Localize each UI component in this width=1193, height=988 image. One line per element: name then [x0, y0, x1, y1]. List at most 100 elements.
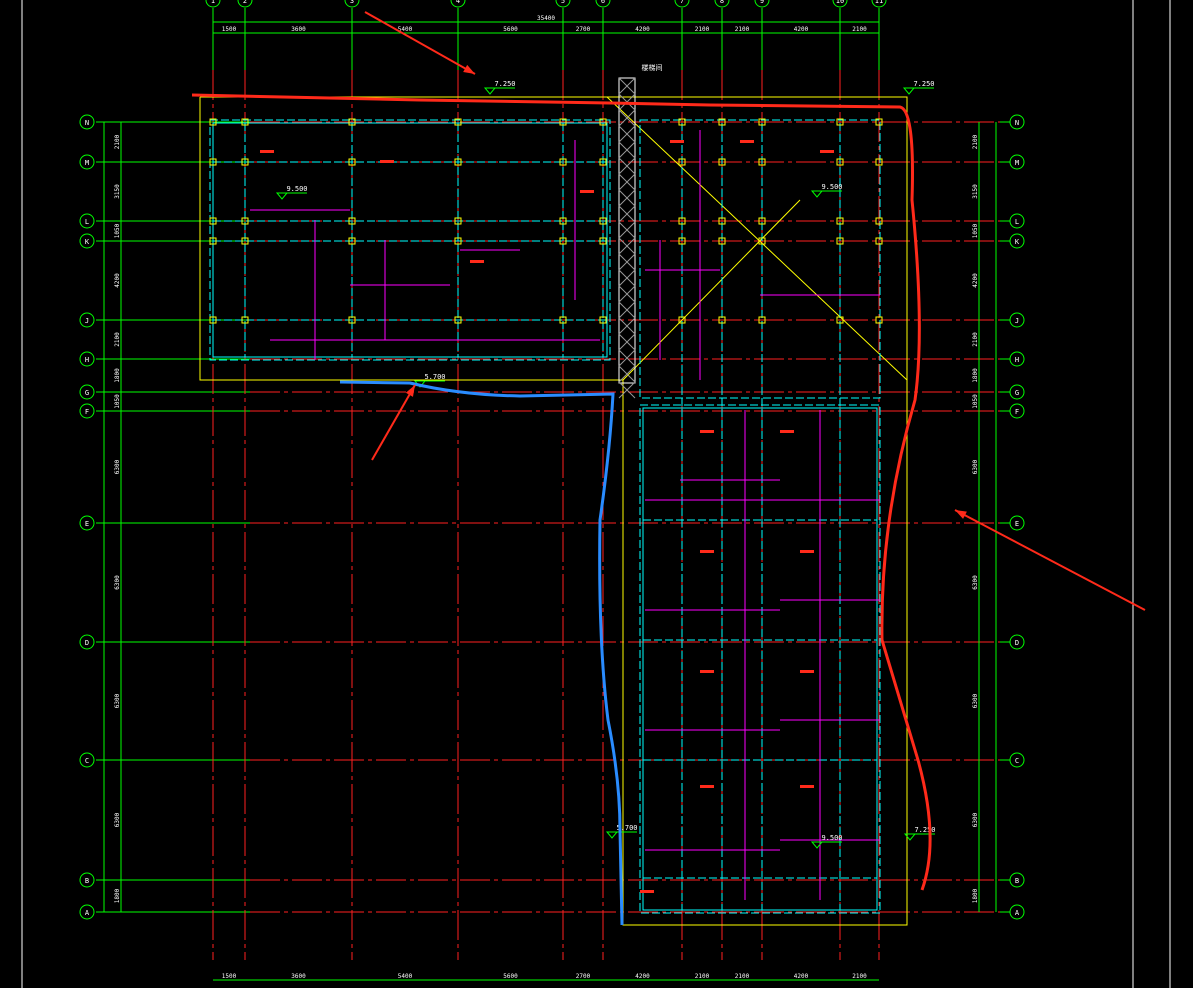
column-marker	[348, 217, 356, 225]
dimension-left-value: 1800	[114, 368, 121, 383]
axis-bubble-right	[1009, 403, 1025, 419]
axis-label-left: M	[85, 159, 89, 167]
column-marker	[836, 316, 844, 324]
elevation-marker-icon	[810, 190, 824, 198]
beam-annotation	[260, 150, 274, 153]
dimension-top-value: 2100	[852, 26, 867, 33]
axis-label-top: 4	[456, 0, 460, 5]
axis-bubble-top	[674, 0, 690, 8]
beam-annotation	[640, 890, 654, 893]
column-marker	[241, 237, 249, 245]
axis-bubble-left	[79, 114, 95, 130]
axis-bubble-top	[555, 0, 571, 8]
axis-label-right: C	[1015, 757, 1019, 765]
dimension-total: 35400	[537, 15, 555, 22]
column-marker	[348, 237, 356, 245]
axis-label-top: 2	[243, 0, 247, 5]
axis-bubble-left	[79, 384, 95, 400]
beam-annotation	[740, 140, 754, 143]
column-marker	[454, 158, 462, 166]
shaft-hatch	[618, 381, 636, 399]
shaft-hatch	[618, 109, 636, 127]
shaft-label: 楼梯间	[642, 63, 663, 72]
dimension-bottom-value: 5400	[398, 973, 413, 980]
column-marker	[209, 217, 217, 225]
column-marker	[559, 237, 567, 245]
axis-label-top: 9	[760, 0, 764, 5]
dimension-top-value: 4200	[635, 26, 650, 33]
axis-bubble-left	[79, 154, 95, 170]
elevation-marker-icon	[605, 831, 619, 839]
column-marker	[678, 158, 686, 166]
axis-label-right: L	[1015, 218, 1019, 226]
axis-bubble-left	[79, 872, 95, 888]
axis-label-right: A	[1015, 909, 1020, 917]
elevation-value: 7.250	[494, 80, 515, 88]
dimension-right-value: 1050	[972, 223, 979, 238]
axis-label-right: E	[1015, 520, 1019, 528]
slab-edge-nw	[212, 122, 608, 358]
dimension-right-value: 2100	[972, 134, 979, 149]
axis-label-right: J	[1015, 317, 1019, 325]
axis-label-right: G	[1015, 389, 1019, 397]
shaft-hatch	[618, 269, 636, 287]
column-marker	[241, 316, 249, 324]
column-marker	[875, 237, 883, 245]
column-marker	[599, 158, 607, 166]
axis-label-left: G	[85, 389, 89, 397]
column-marker	[678, 237, 686, 245]
axis-bubble-left	[79, 233, 95, 249]
column-marker	[678, 118, 686, 126]
dimension-right-value: 1050	[972, 394, 979, 409]
column-marker	[599, 217, 607, 225]
axis-bubble-left	[79, 312, 95, 328]
column-marker	[241, 158, 249, 166]
column-marker	[718, 118, 726, 126]
beam-annotation	[580, 190, 594, 193]
column-marker	[599, 118, 607, 126]
axis-label-right: F	[1015, 408, 1019, 416]
beam-annotation	[780, 430, 794, 433]
dimension-right-value: 2100	[972, 332, 979, 347]
dimension-right-value: 3150	[972, 184, 979, 199]
axis-label-top: 10	[836, 0, 844, 5]
beam-block-south	[639, 404, 881, 914]
beam-annotation	[670, 140, 684, 143]
column-marker	[559, 316, 567, 324]
axis-bubble-right	[1009, 872, 1025, 888]
shaft-hatch	[618, 125, 636, 143]
beam-annotation	[820, 150, 834, 153]
dimension-top-value: 4200	[794, 26, 809, 33]
axis-label-right: M	[1015, 159, 1019, 167]
dimension-left-value: 1800	[114, 888, 121, 903]
axis-label-left: N	[85, 119, 89, 127]
axis-label-top: 5	[561, 0, 565, 5]
dimension-top-value: 3600	[291, 26, 306, 33]
dimension-bottom-value: 2700	[576, 973, 591, 980]
elevation-marker-icon	[483, 87, 497, 95]
axis-bubble-right	[1009, 213, 1025, 229]
beam-annotation	[800, 785, 814, 788]
axis-label-left: E	[85, 520, 89, 528]
elevation-value: 9.500	[821, 834, 842, 842]
axis-label-top: 6	[601, 0, 605, 5]
column-marker	[758, 118, 766, 126]
column-marker	[348, 158, 356, 166]
axis-bubble-right	[1009, 233, 1025, 249]
shaft-hatch	[618, 333, 636, 351]
diagonal-line	[606, 96, 908, 381]
column-marker	[836, 217, 844, 225]
dimension-left-value: 2100	[114, 134, 121, 149]
axis-label-left: H	[85, 356, 89, 364]
shaft-hatch	[618, 77, 636, 95]
axis-bubble-top	[205, 0, 221, 8]
elevation-value: 5.700	[424, 373, 445, 381]
beam-annotation	[470, 260, 484, 263]
shaft-hatch	[618, 237, 636, 255]
column-marker	[241, 118, 249, 126]
column-marker	[836, 158, 844, 166]
axis-label-top: 3	[350, 0, 354, 5]
axis-label-left: L	[85, 218, 89, 226]
elevation-value: 7.250	[913, 80, 934, 88]
